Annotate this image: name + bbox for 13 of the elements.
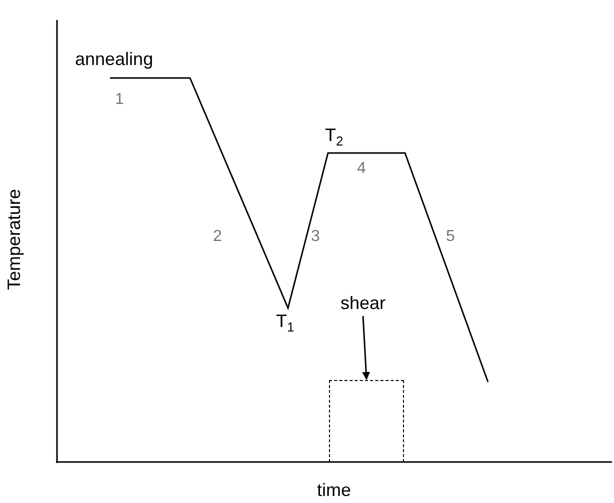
- temperature-label: T$_{2}$: [325, 126, 344, 148]
- axis-title: time: [317, 481, 352, 499]
- axis-title: Temperature: [5, 188, 23, 290]
- segment-number: 2: [213, 229, 222, 245]
- segment-number: 1: [115, 92, 124, 108]
- shear-interval-box: [329, 380, 404, 462]
- shear-label: shear: [335, 292, 391, 314]
- segment-number: 4: [357, 161, 366, 177]
- phase-label: annealing: [75, 50, 154, 68]
- segment-number: 5: [446, 229, 455, 245]
- arrow: [362, 316, 370, 380]
- segment-number: 3: [311, 229, 320, 245]
- temperature-label: T$_{1}$: [276, 312, 294, 334]
